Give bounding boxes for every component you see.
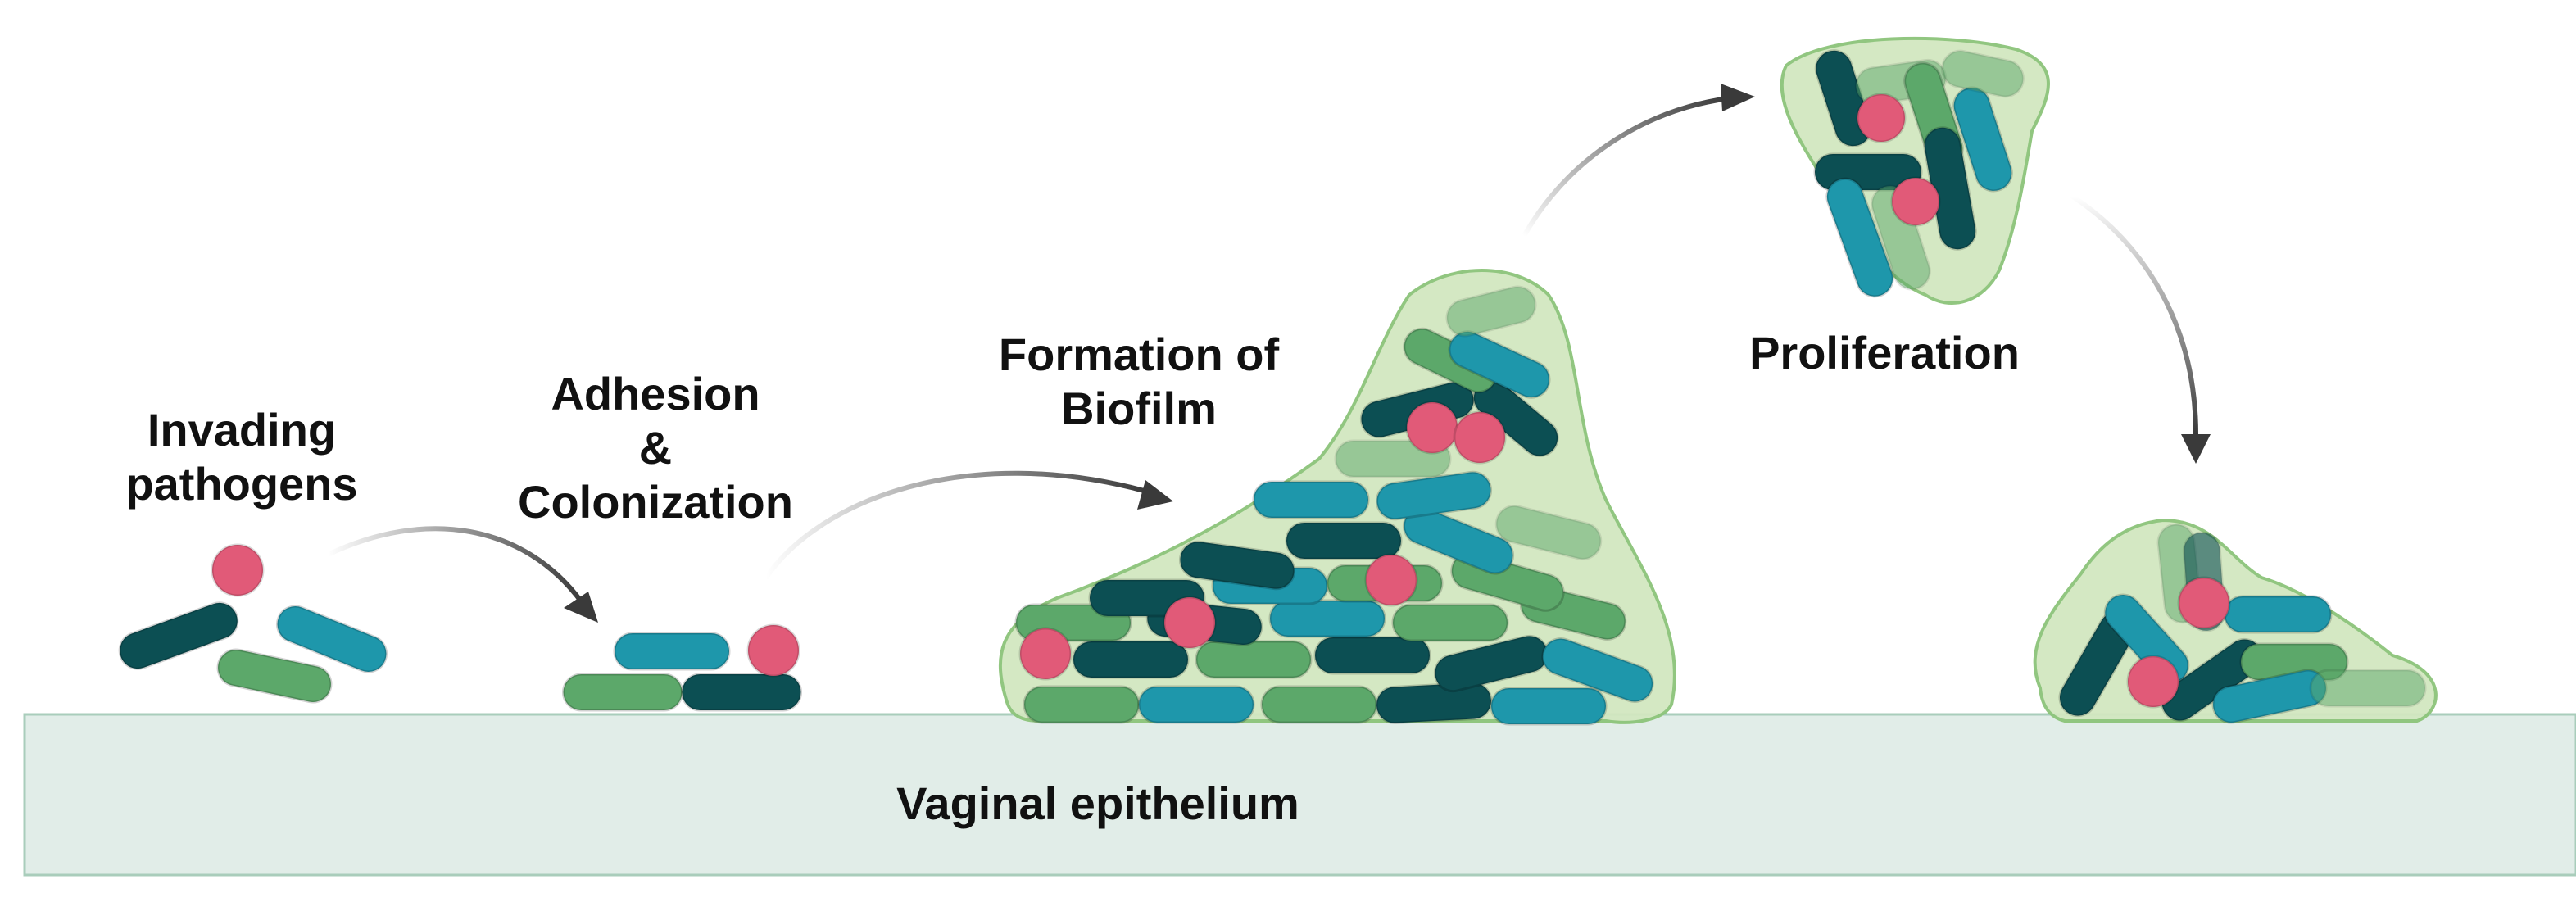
coccus-bacterium <box>211 543 265 597</box>
rod-bacterium <box>1178 540 1296 591</box>
coccus-bacterium <box>1890 176 1941 227</box>
rod-bacterium <box>1402 506 1515 575</box>
rod-bacterium <box>1375 681 1493 725</box>
rod-bacterium <box>1313 636 1431 675</box>
rod-bacterium <box>613 632 731 671</box>
coccus-bacterium <box>2177 576 2231 630</box>
rod-bacterium <box>216 648 333 704</box>
arrow-to-biofilm-head <box>1137 480 1173 510</box>
rod-bacterium <box>1541 637 1654 703</box>
rod-bacterium <box>1260 685 1378 724</box>
arrow-to-biofilm <box>764 470 1150 580</box>
rod-bacterium <box>1490 687 1608 726</box>
rod-bacterium <box>1871 184 1931 291</box>
label-adhesion-colonization: Adhesion&Colonization <box>518 368 793 528</box>
rod-bacterium <box>1072 640 1190 679</box>
coccus-bacterium <box>1856 93 1907 143</box>
arrow-to-adhesion <box>325 526 584 605</box>
rod-bacterium <box>2309 669 2427 708</box>
label-vaginal-epithelium: Vaginal epithelium <box>896 777 1299 829</box>
vaginal-epithelium-layer <box>23 713 2576 877</box>
rod-bacterium <box>1268 599 1386 638</box>
coccus-bacterium <box>746 623 800 678</box>
coccus-bacterium <box>2126 655 2180 709</box>
arrow-to-proliferation-head <box>1721 84 1755 111</box>
coccus-bacterium <box>1364 553 1418 607</box>
rod-bacterium <box>1825 177 1894 298</box>
rod-bacterium <box>1375 470 1493 521</box>
rod-bacterium <box>681 673 802 712</box>
rod-bacterium <box>1391 603 1509 642</box>
rod-bacterium <box>1448 330 1551 399</box>
label-proliferation: Proliferation <box>1749 327 2020 378</box>
rod-bacterium <box>1252 480 1370 519</box>
coccus-bacterium <box>1018 627 1073 681</box>
bacteria-cells <box>118 49 2427 726</box>
coccus-bacterium <box>1163 596 1217 650</box>
coccus-bacterium <box>1453 410 1507 465</box>
rod-bacterium <box>1494 505 1603 560</box>
arrow-to-proliferation <box>1522 96 1731 238</box>
rod-bacterium <box>1445 285 1537 338</box>
arrow-to-dispersal <box>2070 194 2198 437</box>
rod-bacterium <box>1285 521 1403 560</box>
rod-bacterium <box>1941 49 2025 98</box>
rod-bacterium <box>118 601 239 670</box>
arrow-to-dispersal-head <box>2181 434 2211 464</box>
arrow-to-adhesion-head <box>564 592 598 623</box>
rod-bacterium <box>1137 685 1255 724</box>
rod-bacterium <box>275 605 388 673</box>
